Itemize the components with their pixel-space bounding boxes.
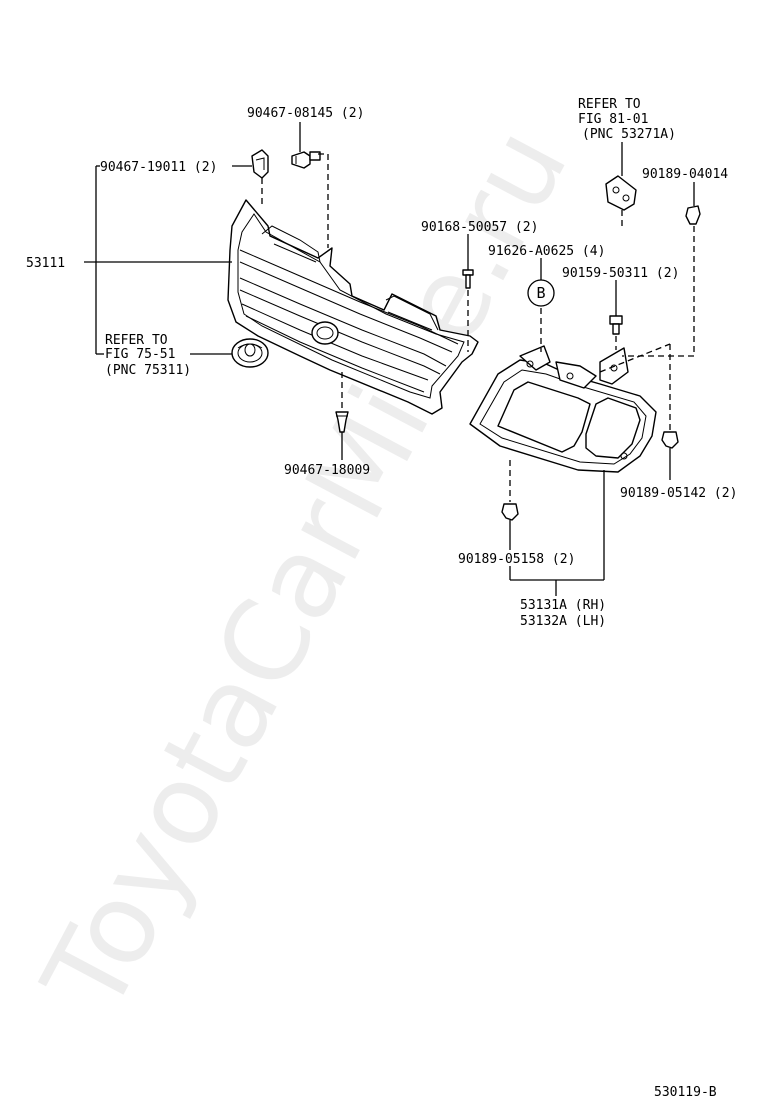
callout-labels: 90467-08145 (2) 90467-19011 (2) 53111 RE… <box>26 97 737 1100</box>
label-90467-19011: 90467-19011 (2) <box>100 160 217 175</box>
marker-b-letter: B <box>536 284 545 302</box>
label-90189-05142: 90189-05142 (2) <box>620 486 737 501</box>
label-90189-04014: 90189-04014 <box>642 167 728 182</box>
bracket-53271a-icon <box>605 175 637 211</box>
clip-90189-05142-icon <box>661 431 679 449</box>
headlamp-bezel <box>469 345 657 473</box>
clip-90467-18009-icon <box>335 411 349 433</box>
label-91626-a0625: 91626-A0625 (4) <box>488 244 605 259</box>
clip-90467-08145-icon <box>291 151 321 169</box>
label-90467-08145: 90467-08145 (2) <box>247 106 364 121</box>
label-90159-50311: 90159-50311 (2) <box>562 266 679 281</box>
radiator-grille <box>227 199 479 415</box>
clip-90189-05158-icon <box>501 503 519 521</box>
label-53132a-lh: 53132A (LH) <box>520 614 606 629</box>
toyota-emblem-icon <box>231 338 269 368</box>
label-refer-to-fig-75-51: REFER TO <box>105 333 168 348</box>
label-53131a-rh: 53131A (RH) <box>520 598 606 613</box>
label-fig-75-51: FIG 75-51 <box>105 347 175 362</box>
leader-lines <box>84 122 695 596</box>
label-pnc-53271a: (PNC 53271A) <box>582 127 676 142</box>
label-refer-to-fig-81-01: REFER TO <box>578 97 641 112</box>
reference-marker-b: B <box>527 279 555 307</box>
label-pnc-75311: (PNC 75311) <box>105 363 191 378</box>
clip-90467-19011-icon <box>251 149 269 179</box>
label-90168-50057: 90168-50057 (2) <box>421 220 538 235</box>
label-90189-05158: 90189-05158 (2) <box>458 552 575 567</box>
figure-id: 530119-B <box>654 1085 717 1100</box>
label-fig-81-01: FIG 81-01 <box>578 112 648 127</box>
assembly-dashed-lines <box>261 153 695 502</box>
label-90467-18009: 90467-18009 <box>284 463 370 478</box>
bolt-90159-50311-icon <box>609 315 623 335</box>
clip-90189-04014-icon <box>685 205 701 225</box>
label-53111: 53111 <box>26 256 65 271</box>
